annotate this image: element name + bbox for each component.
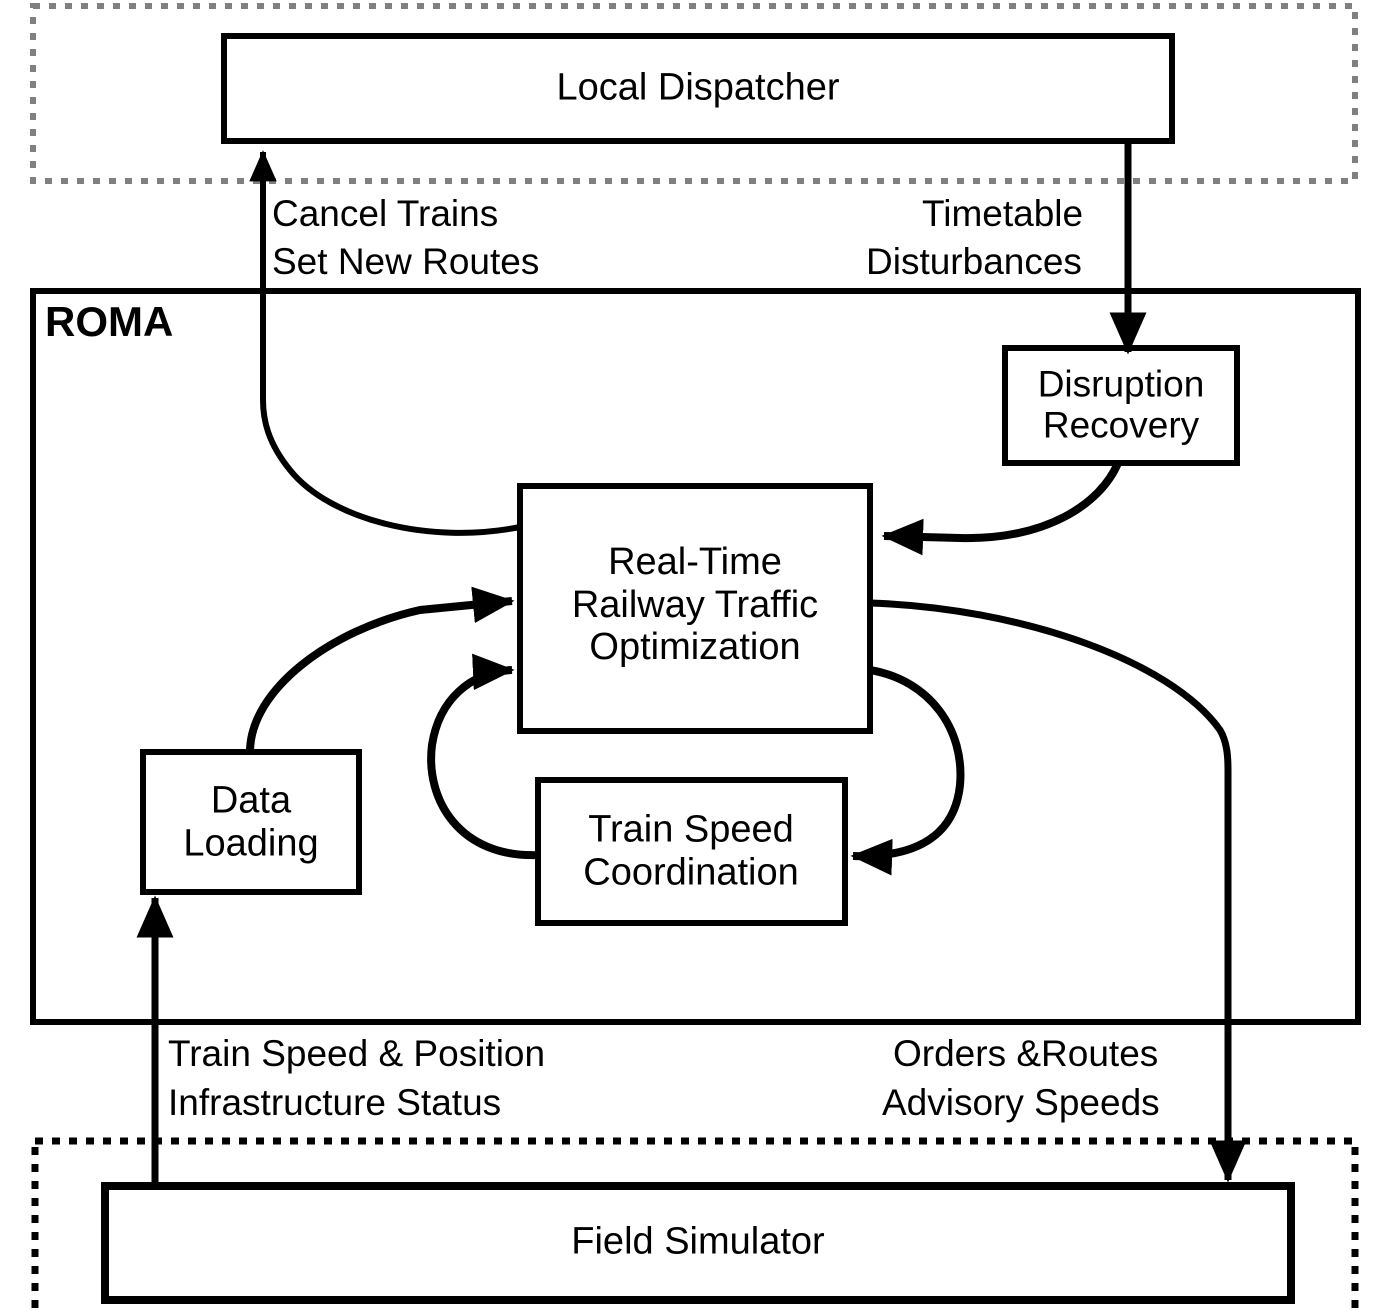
edge-label-orders-routes-line2: Advisory Speeds [882, 1082, 1160, 1123]
edge-rtrto-to-tsc [850, 666, 965, 876]
edge-label-train-speed-position-line2: Infrastructure Status [168, 1082, 502, 1123]
node-label-field-simulator: Field Simulator [571, 1220, 825, 1263]
node-label-disruption-recovery: Disruption Recovery [1037, 363, 1205, 446]
group-human-layer-border [30, 3, 1358, 184]
edge-data-loading-to-rtrto [246, 586, 515, 753]
node-train-speed-coordination-box[interactable] [535, 777, 848, 926]
group-title-roma: ROMA [45, 298, 174, 345]
edge-label-cancel-trains-line2: Set New Routes [272, 241, 540, 282]
node-rtrto-box[interactable] [517, 483, 873, 734]
edge-tsc-to-rtrto [427, 653, 539, 860]
node-data-loading-box[interactable] [140, 749, 362, 895]
node-field-simulator-box[interactable] [101, 1182, 1295, 1304]
edge-label-orders-routes-line1: Orders &Routes [893, 1033, 1159, 1074]
group-roma-border [30, 288, 1361, 1025]
edge-label-train-speed-position-line1: Train Speed & Position [168, 1033, 546, 1074]
node-local-dispatcher-box[interactable] [221, 33, 1175, 144]
edge-label-timetable-disturbances-line1: Timetable [922, 193, 1084, 234]
edge-cancel-trains [249, 150, 521, 536]
edge-disruption-to-rtrto [881, 461, 1122, 556]
node-label-rtrto: Real-Time Railway Traffic Optimization [571, 541, 819, 669]
node-label-data-loading: Data Loading [183, 779, 319, 864]
edge-orders-routes [869, 599, 1247, 1183]
edge-label-cancel-trains-line1: Cancel Trains [272, 193, 499, 234]
node-label-local-dispatcher: Local Dispatcher [556, 66, 840, 109]
node-label-train-speed-coordination: Train Speed Coordination [583, 808, 799, 893]
edge-label-timetable-disturbances-line2: Disturbances [866, 241, 1082, 282]
